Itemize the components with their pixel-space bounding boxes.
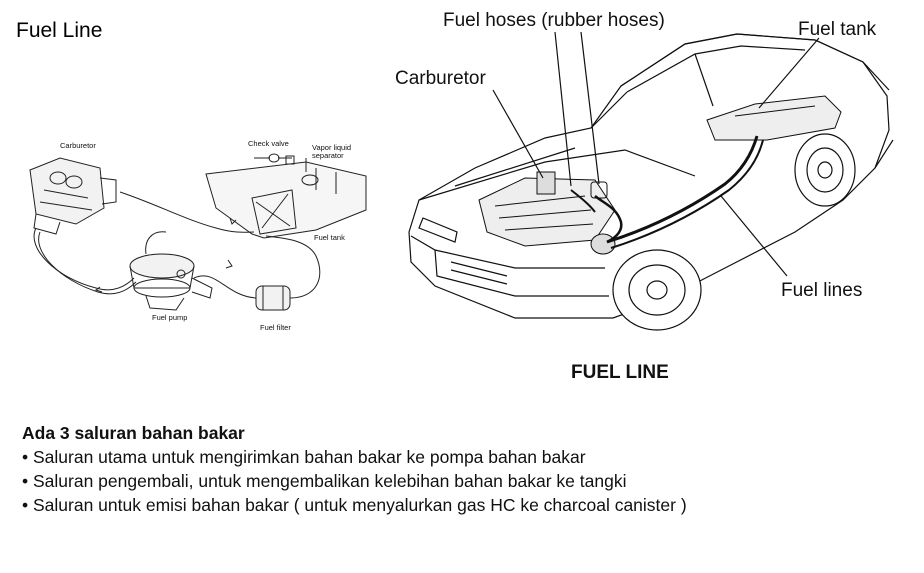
diagram-caption: FUEL LINE <box>571 362 669 383</box>
fuel-line-list: Saluran utama untuk mengirimkan bahan ba… <box>22 445 902 517</box>
rear-wheel-drawing <box>794 133 856 207</box>
carburetor-drawing <box>29 157 117 235</box>
label-fuel-tank-right: Fuel tank <box>798 19 877 40</box>
label-fuel-tank: Fuel tank <box>314 233 345 242</box>
description-heading: Ada 3 saluran bahan bakar <box>22 423 245 443</box>
label-carburetor-right: Carburetor <box>395 68 486 89</box>
fuel-system-schematic: Carburetor Check valve Vapor liquid sepa… <box>29 139 367 332</box>
description-block: Ada 3 saluran bahan bakar Saluran utama … <box>22 421 902 517</box>
label-carburetor: Carburetor <box>60 141 96 150</box>
car-fuel-line-illustration: Fuel hoses (rubber hoses) Fuel tank Carb… <box>395 10 894 383</box>
label-fuel-pump: Fuel pump <box>152 313 187 322</box>
list-item: Saluran untuk emisi bahan bakar ( untuk … <box>22 493 902 517</box>
label-vapor-separator-1: Vapor liquid <box>312 143 351 152</box>
slide-title: Fuel Line <box>16 19 103 42</box>
label-vapor-separator-2: separator <box>312 151 344 160</box>
label-fuel-hoses: Fuel hoses (rubber hoses) <box>443 10 665 31</box>
fuel-tank-drawing <box>205 155 367 239</box>
list-item: Saluran utama untuk mengirimkan bahan ba… <box>22 445 902 469</box>
check-valve-drawing <box>254 153 292 163</box>
fuel-pump-drawing <box>129 253 213 311</box>
list-item: Saluran pengembali, untuk mengembalikan … <box>22 469 902 493</box>
engine-drawing <box>478 171 616 255</box>
label-fuel-filter: Fuel filter <box>260 323 291 332</box>
fuel-lines-drawing <box>570 135 764 249</box>
label-check-valve: Check valve <box>248 139 289 148</box>
front-wheel-drawing <box>612 249 702 331</box>
label-fuel-lines: Fuel lines <box>781 280 862 301</box>
car-fuel-tank-drawing <box>706 95 842 141</box>
fuel-filter-drawing <box>255 285 291 311</box>
